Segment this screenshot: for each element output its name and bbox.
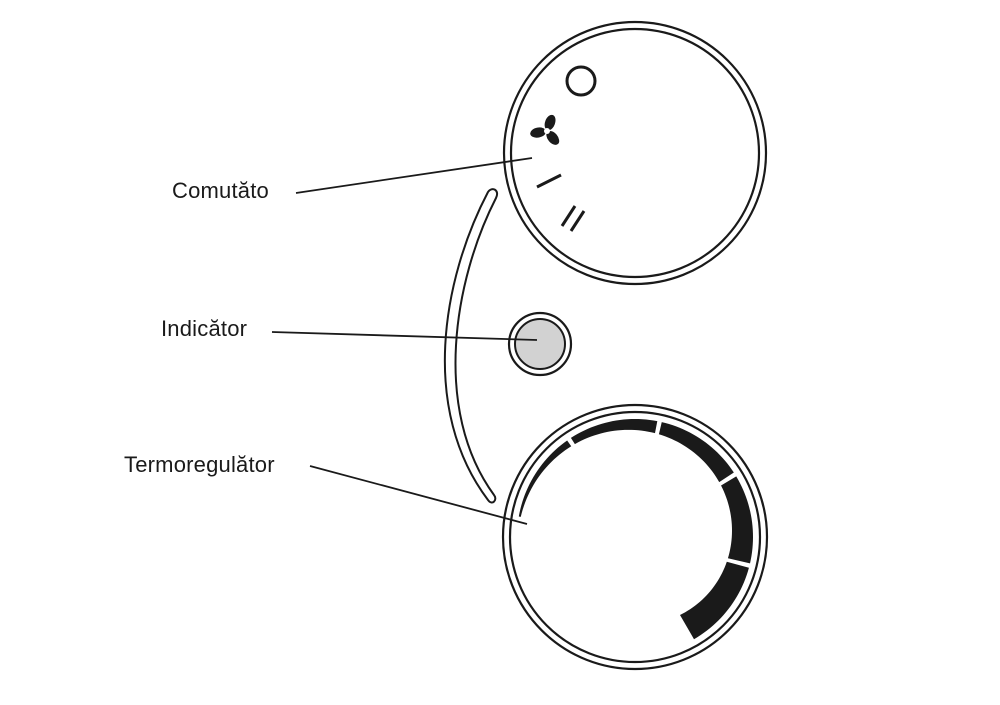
leader-line-indicator [271, 331, 538, 341]
switch-outer-ring [502, 20, 768, 286]
switch-inner-ring [509, 27, 761, 279]
thermostat-outer-ring [501, 403, 769, 671]
thermostat-label: Termoregulător [124, 452, 275, 477]
temperature-scale-segment [570, 419, 658, 445]
off-circle-icon [565, 65, 597, 97]
roman-two-icon [560, 205, 586, 232]
roman-one-icon [536, 173, 562, 189]
indicator-label: Indicător [161, 316, 248, 341]
temperature-scale-segment [518, 440, 572, 517]
mode-switch-knob[interactable] [502, 20, 768, 286]
temperature-scale-segment [721, 476, 753, 564]
temperature-scale-segment [680, 561, 749, 640]
indicator-lamp [507, 311, 573, 377]
thermostat-inner-ring [508, 410, 762, 664]
thermostat-knob[interactable] [501, 403, 769, 671]
leader-line-switch [295, 157, 533, 194]
switch-label: Comutăto [172, 178, 269, 203]
temperature-scale-segment [658, 422, 734, 483]
temperature-scale [518, 419, 753, 640]
handle-slot [443, 188, 498, 504]
fan-icon [530, 114, 560, 145]
leader-line-thermostat [309, 465, 528, 525]
